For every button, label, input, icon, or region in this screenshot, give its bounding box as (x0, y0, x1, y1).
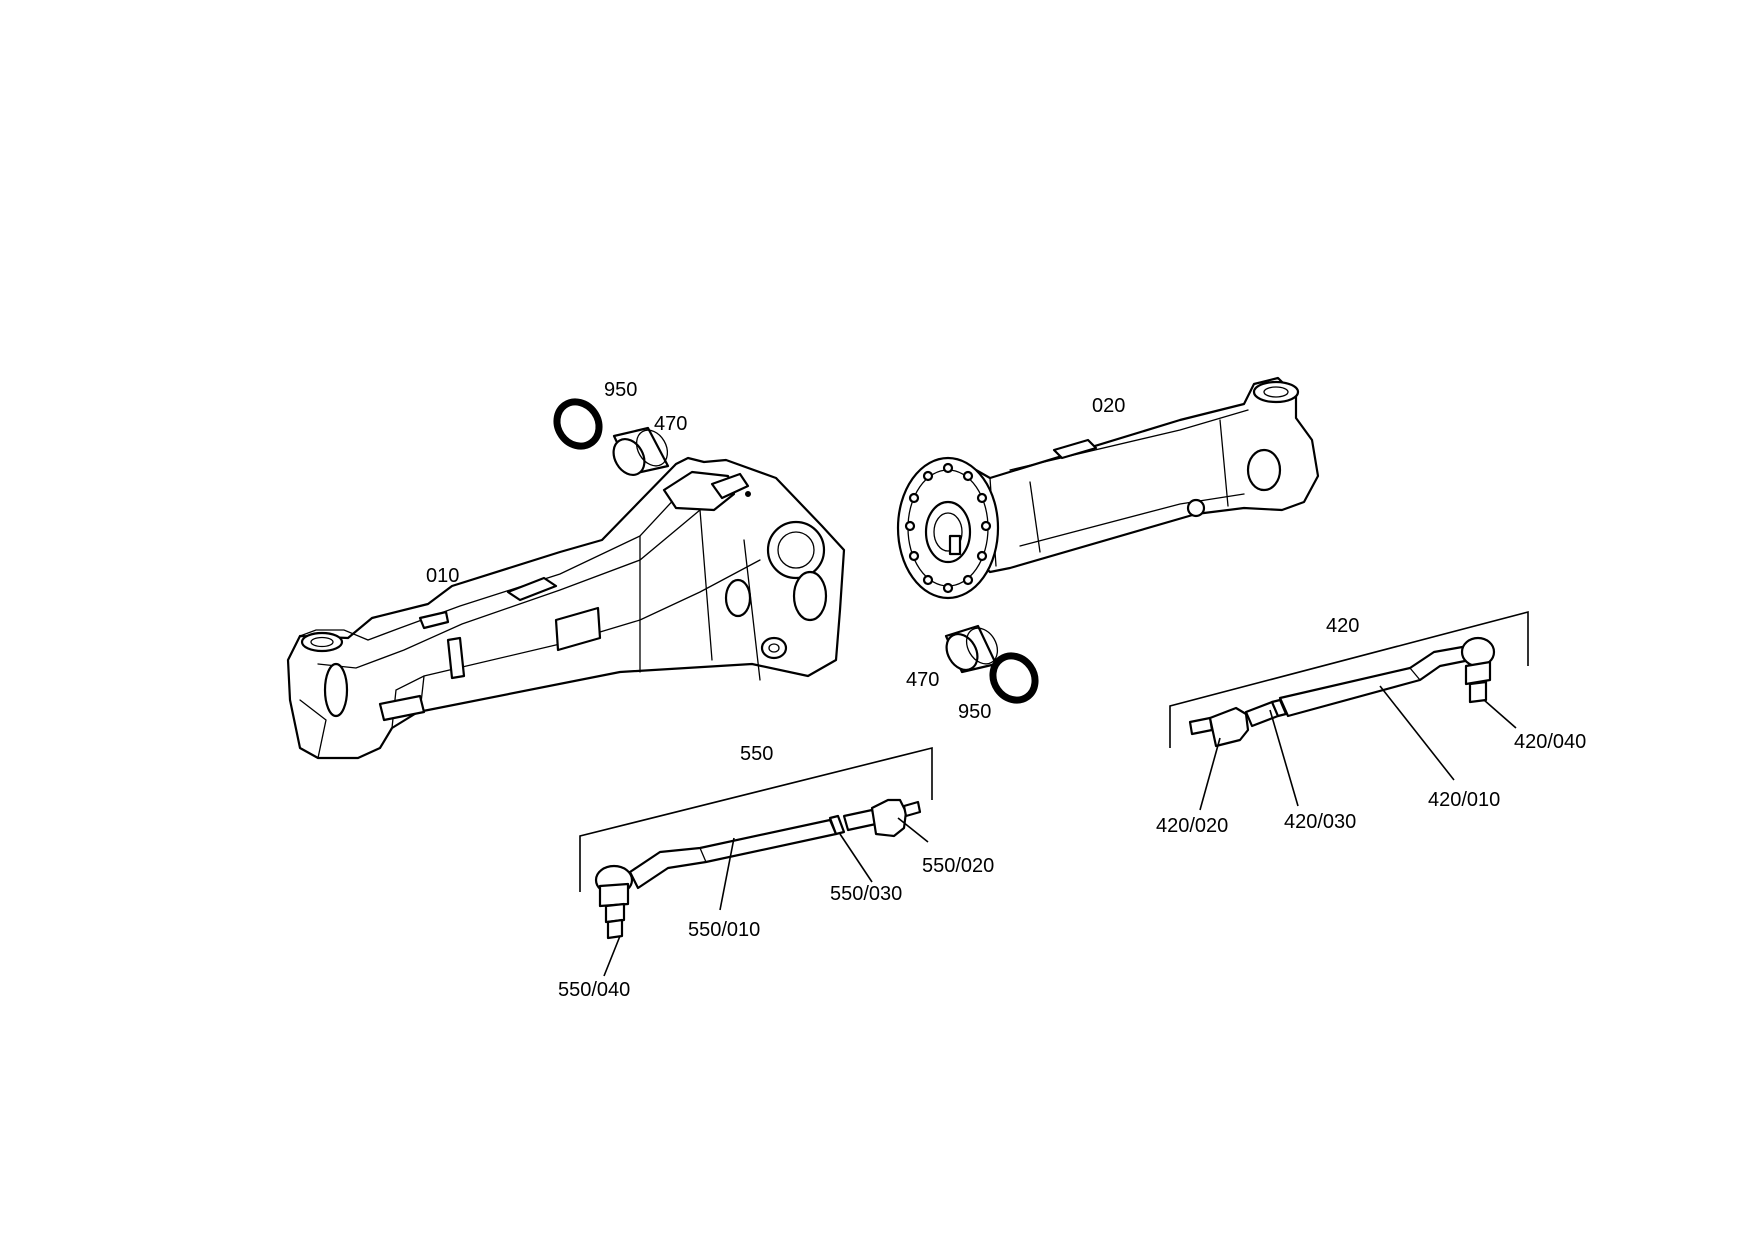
label-part-950-lower: 950 (958, 701, 992, 723)
label-part-420-040: 420/040 (1514, 731, 1587, 753)
label-part-420-030: 420/030 (1284, 811, 1357, 833)
label-part-470-lower: 470 (906, 669, 940, 691)
label-part-950-upper: 950 (604, 379, 638, 401)
flange-bolt-holes (904, 462, 992, 594)
label-part-420-020: 420/020 (1156, 815, 1229, 837)
axle-housing-020 (896, 376, 1320, 600)
label-part-550-010: 550/010 (688, 919, 761, 941)
label-part-020: 020 (1092, 395, 1126, 417)
leader-lines (603, 685, 1517, 977)
seal-950-upper (553, 398, 603, 450)
label-part-550: 550 (740, 743, 774, 765)
axle-housing-010 (286, 456, 846, 760)
label-part-010: 010 (426, 565, 460, 587)
label-part-550-030: 550/030 (830, 883, 903, 905)
label-part-420: 420 (1326, 615, 1360, 637)
bushing-470-lower (944, 624, 999, 674)
label-part-420-010: 420/010 (1428, 789, 1501, 811)
seal-950-lower (989, 652, 1039, 704)
label-part-470-upper: 470 (654, 413, 688, 435)
label-part-550-020: 550/020 (922, 855, 995, 877)
tie-rod-420 (1169, 610, 1529, 748)
bushing-470-upper (612, 426, 670, 476)
label-part-550-040: 550/040 (558, 979, 631, 1001)
drag-link-550 (579, 746, 933, 940)
